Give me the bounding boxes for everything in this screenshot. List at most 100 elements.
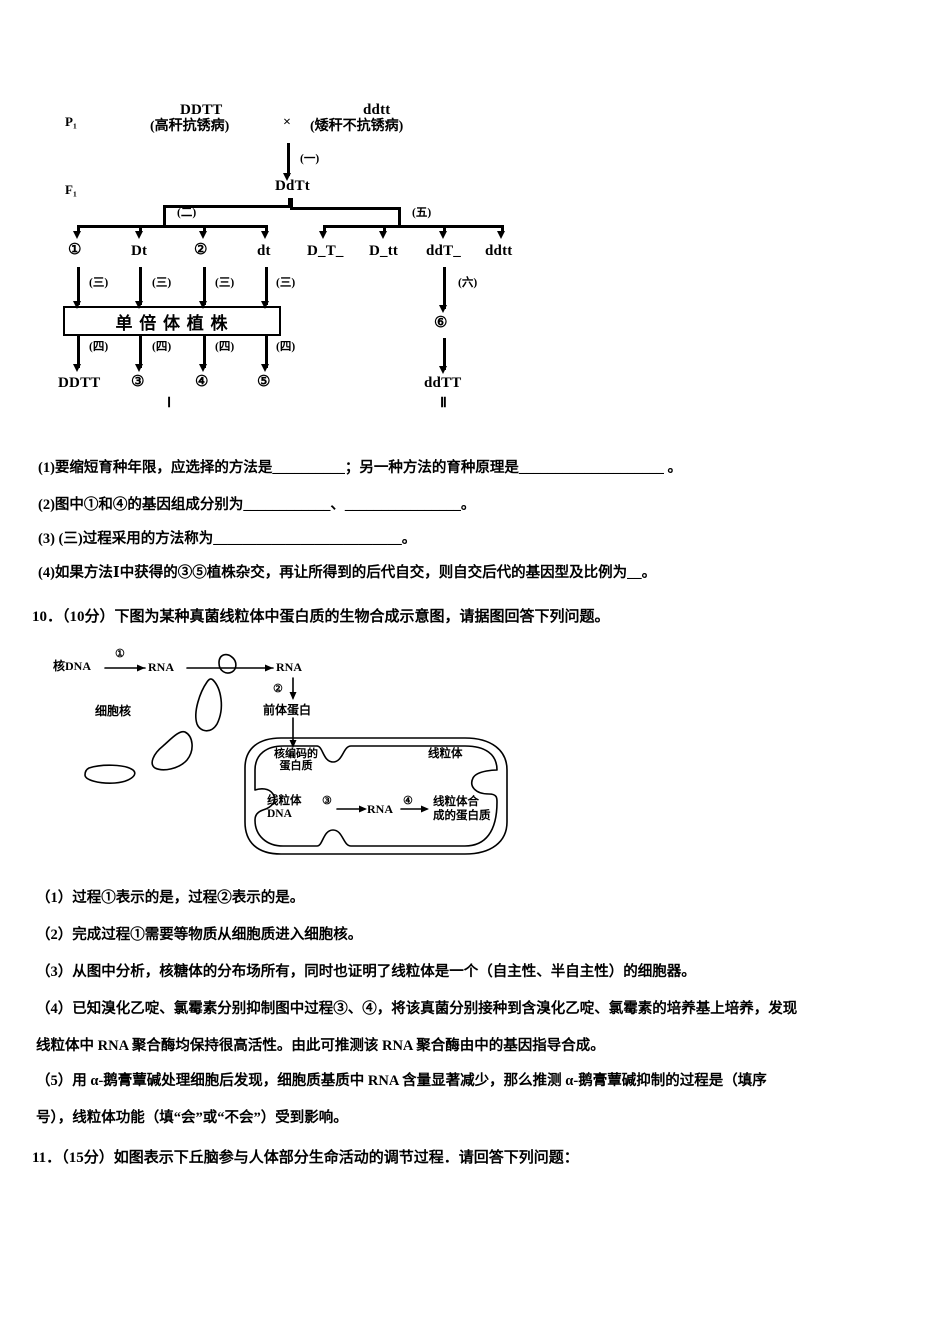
to-box-arrow-3: [199, 301, 207, 309]
q10-part-1: （1）过程①表示的是，过程②表示的是。: [36, 890, 305, 906]
transcription-arrow-head-1: [137, 664, 145, 672]
left-parent-genotype: DDTT: [180, 102, 223, 118]
p1-generation-label: P₁: [65, 114, 77, 129]
f2-arrow-3: [439, 231, 447, 239]
q9-part-2: (2)图中①和④的基因组成分别为____________、___________…: [38, 497, 476, 513]
q10-part-5-line-2: 号），线粒体功能（填“会”或“不会”）受到影响。: [36, 1110, 348, 1126]
gamete-label-4: dt: [257, 243, 271, 259]
q11-number: 11．: [32, 1150, 62, 1166]
to-box-arrow-1: [73, 301, 81, 309]
step-four-marker-1: (四): [89, 341, 109, 353]
method-one-label: Ⅰ: [167, 396, 172, 411]
rna-export-arrow-head: [265, 664, 273, 672]
nuclear-fragment-top: [218, 653, 237, 674]
mitochondria-drawing: [84, 653, 508, 855]
final-arrow: [439, 366, 447, 374]
process-4-label: ④: [403, 795, 413, 807]
import-arrow-head: [289, 740, 297, 748]
step-four-marker-3: (四): [215, 341, 235, 353]
q9-part-1: (1)要缩短育种年限，应选择的方法是__________；另一种方法的育种原理是…: [38, 460, 683, 476]
breeding-pedigree-figure: P₁ DDTT (高秆抗锈病) × ddtt (矮秆不抗锈病) (一) F₁ D…: [55, 95, 575, 425]
product-label-2: ③: [131, 374, 145, 390]
step-two-marker: (二): [177, 207, 197, 219]
final-line: [443, 338, 446, 370]
step-one-marker: (一): [300, 153, 320, 165]
f1-genotype: DdTt: [275, 178, 310, 194]
gamete-label-2: Dt: [131, 243, 148, 259]
step-three-marker-2: (三): [152, 277, 172, 289]
product-label-3: ④: [195, 374, 209, 390]
f1-left-trunk-drop: [163, 205, 166, 225]
product-label-1: DDTT: [58, 375, 101, 391]
mitochondrion-label: 线粒体: [428, 748, 463, 760]
method-two-label: Ⅱ: [440, 396, 447, 411]
f2-genotype-1: D_T_: [307, 243, 344, 259]
from-box-line-1: [77, 336, 80, 368]
haploid-plants-box: 单 倍 体 植 株: [63, 306, 281, 336]
q10-part-4-line-2: 线粒体中 RNA 聚合酶均保持很高活性。由此可推测该 RNA 聚合酶由中的基因指…: [36, 1038, 605, 1054]
gamete-drop-3: [203, 225, 206, 233]
f2-arrow-1: [319, 231, 327, 239]
f2-drop-1: [323, 225, 326, 233]
from-box-line-3: [203, 336, 206, 368]
cross-to-f1-line: [287, 143, 290, 176]
precursor-protein-label: 前体蛋白: [263, 703, 312, 717]
mitochondrion-outer-membrane: [244, 737, 508, 855]
nuclear-encoded-protein-label: 核编码的蛋白质: [274, 748, 318, 773]
f1-right-trunk-stub: [290, 198, 293, 209]
q11-stem-text: 如图表示下丘脑参与人体部分生命活动的调节过程．请回答下列问题：: [113, 1150, 579, 1166]
f2-genotype-2: D_tt: [369, 243, 399, 259]
right-parent-genotype: ddtt: [363, 102, 391, 118]
from-box-arrow-2: [135, 364, 143, 372]
nuclear-fragment-upper: [195, 678, 223, 732]
to-box-line-2: [139, 267, 142, 305]
gamete-label-3: ②: [194, 242, 208, 258]
step-three-marker-1: (三): [89, 277, 109, 289]
mito-transcription-arrow-head: [359, 805, 367, 813]
right-branch-product: ddTT: [424, 375, 462, 391]
f1-generation-label: F₁: [65, 182, 77, 197]
gamete-arrow-4: [261, 231, 269, 239]
to-box-line-3: [203, 267, 206, 305]
from-box-line-4: [265, 336, 268, 368]
right-parent-phenotype: (矮秆不抗锈病): [310, 119, 404, 134]
mito-rna-label: RNA: [367, 802, 393, 816]
step-four-marker-4: (四): [276, 341, 296, 353]
mitochondria-figure: 核DNA RNA ① RNA ② 细胞核 前体蛋白 核编码的蛋白质 线粒体 线粒…: [45, 648, 545, 875]
gamete-arrow-1: [73, 231, 81, 239]
process-2-label: ②: [273, 683, 283, 695]
gamete-drop-1: [77, 225, 80, 233]
nuclear-rna-label: RNA: [148, 660, 174, 674]
gamete-arrow-2: [135, 231, 143, 239]
gamete-bus-line: [77, 225, 267, 228]
q11-stem-line: 11．（15分）如图表示下丘脑参与人体部分生命活动的调节过程．请回答下列问题：: [32, 1146, 579, 1167]
nuclear-fragment-lower: [84, 764, 136, 784]
f2-genotype-3: ddT_: [426, 243, 461, 259]
nuclear-dna-label: 核DNA: [53, 659, 91, 673]
f2-arrow-4: [497, 231, 505, 239]
from-box-arrow-4: [261, 364, 269, 372]
gamete-drop-4: [265, 225, 268, 233]
process-1-label: ①: [115, 648, 125, 660]
translation-arrow-head: [289, 692, 297, 700]
gamete-arrow-3: [199, 231, 207, 239]
cross-to-f1-arrowhead: [283, 173, 291, 181]
q11-score: （15分）: [61, 1150, 114, 1166]
q10-stem-line: 10．（10分）下图为某种真菌线粒体中蛋白质的生物合成示意图，请据图回答下列问题…: [32, 605, 610, 626]
to-box-line-4: [265, 267, 268, 305]
step-three-marker-3: (三): [215, 277, 235, 289]
mitochondrion-inner-membrane: [254, 745, 498, 847]
to-box-arrow-2: [135, 301, 143, 309]
left-parent-phenotype: (高秆抗锈病): [150, 119, 230, 134]
from-box-arrow-1: [73, 364, 81, 372]
to-box-line-1: [77, 267, 80, 305]
f1-right-trunk-drop: [398, 207, 401, 225]
mito-translation-arrow-head: [421, 805, 429, 813]
q10-number: 10．: [32, 609, 63, 625]
q10-part-4-line-1: （4）已知溴化乙啶、氯霉素分别抑制图中过程③、④，将该真菌分别接种到含溴化乙啶、…: [36, 1001, 798, 1017]
gamete-label-1: ①: [68, 242, 82, 258]
from-box-arrow-3: [199, 364, 207, 372]
f1-left-trunk-horizontal: [163, 205, 291, 208]
